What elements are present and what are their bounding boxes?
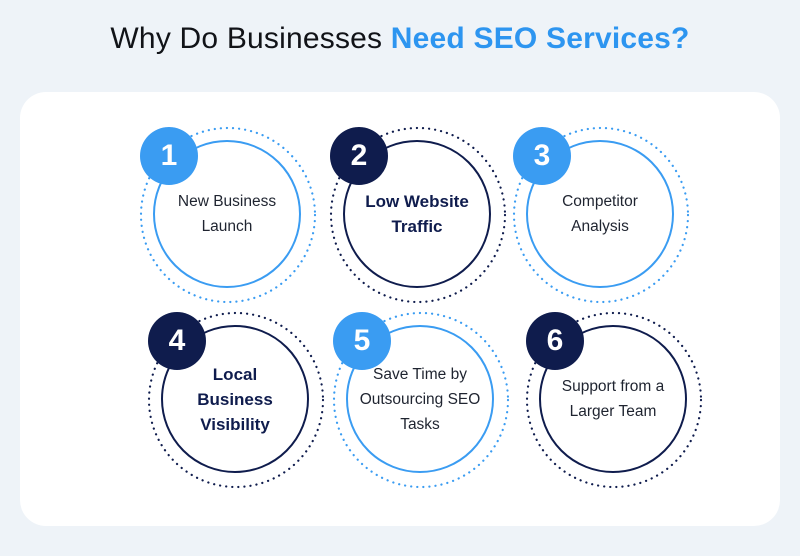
content-card: New Business Launch 1 Low Website Traffi… (20, 92, 780, 526)
reason-label: New Business Launch (177, 193, 277, 235)
number-badge: 4 (148, 312, 206, 370)
title-accent: Need SEO Services? (390, 22, 690, 55)
number-badge: 1 (140, 127, 198, 185)
reason-circle: Local Business Visibility (161, 325, 309, 473)
page-title: Why Do Businesses Need SEO Services? (0, 22, 800, 56)
dotted-ring (139, 126, 317, 304)
number-badge: 5 (333, 312, 391, 370)
reason-item-6: Support from a Larger Team 6 (525, 311, 703, 489)
reason-label: Support from a Larger Team (561, 378, 665, 420)
reason-label: Competitor Analysis (562, 193, 638, 235)
reason-item-4: Local Business Visibility 4 (147, 311, 325, 489)
reason-item-1: New Business Launch 1 (139, 126, 317, 304)
dotted-ring (512, 126, 690, 304)
dotted-ring (147, 311, 325, 489)
number-badge: 3 (513, 127, 571, 185)
reason-label: Local Business Visibility (197, 364, 273, 434)
number-badge: 6 (526, 312, 584, 370)
reason-item-2: Low Website Traffic 2 (329, 126, 507, 304)
reason-label: Save Time by Outsourcing SEO Tasks (359, 365, 481, 433)
dotted-ring (329, 126, 507, 304)
reason-label: Low Website Traffic (365, 192, 469, 236)
dotted-ring (525, 311, 703, 489)
reason-circle: Save Time by Outsourcing SEO Tasks (346, 325, 494, 473)
number-badge: 2 (330, 127, 388, 185)
reason-item-5: Save Time by Outsourcing SEO Tasks 5 (332, 311, 510, 489)
dotted-ring (332, 311, 510, 489)
title-plain: Why Do Businesses (110, 22, 391, 55)
reason-item-3: Competitor Analysis 3 (512, 126, 690, 304)
